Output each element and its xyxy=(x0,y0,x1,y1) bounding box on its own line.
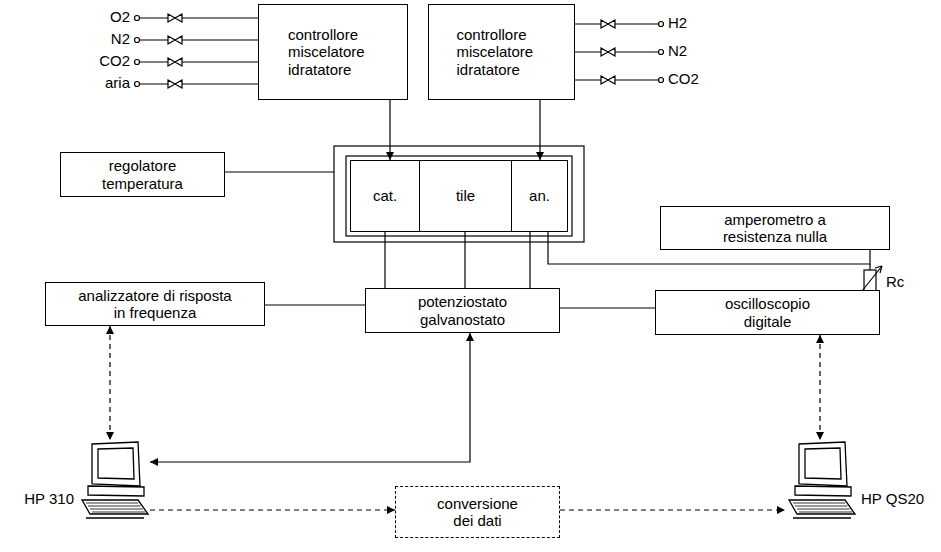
connector xyxy=(109,326,110,440)
connector xyxy=(529,232,530,288)
process-box: cat. xyxy=(350,160,420,232)
box-label: controllore miscelatore idratatore xyxy=(288,26,378,78)
cell-housing-outer xyxy=(334,146,584,242)
gas-label: CO2 xyxy=(668,71,728,88)
connector xyxy=(464,232,465,288)
process-box: an. xyxy=(511,160,568,232)
computer-name: HP 310 xyxy=(24,490,74,507)
computer-name: HP QS20 xyxy=(861,490,924,507)
gas-label: CO2 xyxy=(30,53,130,70)
component-label: Rc xyxy=(886,274,926,291)
connector xyxy=(539,100,540,160)
computer-icon: HP 310 xyxy=(78,440,150,520)
connector xyxy=(150,333,470,462)
computer-icon: HP QS20 xyxy=(785,440,857,520)
gas-label: N2 xyxy=(30,31,130,48)
box-label: conversione dei dati xyxy=(430,495,525,530)
process-box: amperometro a resistenza nulla xyxy=(660,206,890,250)
gas-label: H2 xyxy=(668,15,728,32)
box-label: an. xyxy=(529,187,550,204)
process-box: oscilloscopio digitale xyxy=(655,290,880,335)
box-label: regolatore temperatura xyxy=(93,157,193,192)
connector xyxy=(389,100,390,160)
box-label: oscilloscopio digitale xyxy=(713,295,823,330)
gas-inlets-right xyxy=(575,20,664,84)
process-box: regolatore temperatura xyxy=(60,152,225,197)
gas-label: aria xyxy=(30,75,130,92)
gas-label: O2 xyxy=(30,9,130,26)
box-label: tile xyxy=(456,187,475,204)
box-label: amperometro a resistenza nulla xyxy=(710,211,840,246)
connector xyxy=(560,307,655,308)
temperature-wire xyxy=(225,171,334,172)
process-box: potenziostato galvanostato xyxy=(365,288,560,333)
connector xyxy=(150,509,395,510)
process-box-dashed: conversione dei dati xyxy=(395,486,560,538)
connector xyxy=(819,335,820,440)
process-box: tile xyxy=(419,160,512,232)
box-label: analizzatore di risposta in frequenza xyxy=(76,287,234,322)
connector xyxy=(265,304,365,305)
connector xyxy=(560,509,785,510)
process-box: analizzatore di risposta in frequenza xyxy=(45,282,265,326)
gas-inlets-left xyxy=(135,14,259,88)
box-label: cat. xyxy=(373,187,397,204)
process-box: controllore miscelatore idratatore xyxy=(428,4,575,100)
box-label: potenziostato galvanostato xyxy=(408,293,518,328)
computer-drawing xyxy=(78,440,150,520)
gas-label: N2 xyxy=(668,43,728,60)
connector xyxy=(384,232,385,288)
box-label: controllore miscelatore idratatore xyxy=(457,26,547,78)
cell-housing-inner xyxy=(346,156,572,236)
computer-drawing xyxy=(785,440,857,520)
process-box: controllore miscelatore idratatore xyxy=(258,4,408,100)
